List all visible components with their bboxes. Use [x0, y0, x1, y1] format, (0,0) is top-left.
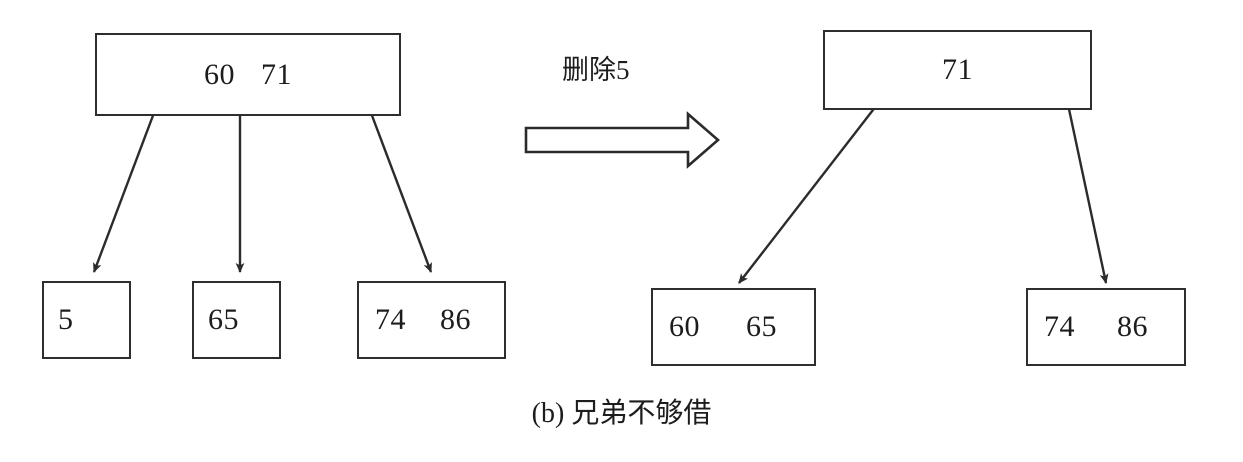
after-leaf-node-1: 60 65: [651, 288, 816, 366]
edge-root-to-leaf-74-86-after: [1064, 94, 1109, 284]
before-leaf-node-1: 5: [42, 281, 131, 359]
node-key: 86: [440, 303, 471, 336]
before-leaf-node-3: 74 86: [357, 281, 506, 359]
node-key: 65: [746, 310, 777, 343]
edge-root-to-leaf-60-65: [738, 87, 891, 284]
node-key: 71: [942, 53, 973, 86]
node-key: 74: [1044, 310, 1075, 343]
node-key: 5: [58, 303, 74, 336]
before-root-node: 60 71: [95, 33, 401, 116]
before-leaf-node-2: 65: [192, 281, 281, 359]
edge-root-to-leaf-5: [92, 96, 162, 273]
edge-root-to-leaf-74-86: [363, 96, 433, 273]
node-key: 65: [208, 303, 239, 336]
block-arrow-right-icon: [524, 111, 720, 169]
node-key: 74: [375, 303, 406, 336]
node-key: 86: [1117, 310, 1148, 343]
node-key: 71: [261, 57, 292, 91]
node-key: 60: [204, 57, 235, 91]
node-key: 60: [669, 310, 700, 343]
after-leaf-node-2: 74 86: [1026, 288, 1186, 366]
figure-caption: (b) 兄弟不够借: [531, 398, 712, 429]
transform-label: 删除5: [562, 55, 630, 85]
after-root-node: 71: [823, 30, 1092, 110]
